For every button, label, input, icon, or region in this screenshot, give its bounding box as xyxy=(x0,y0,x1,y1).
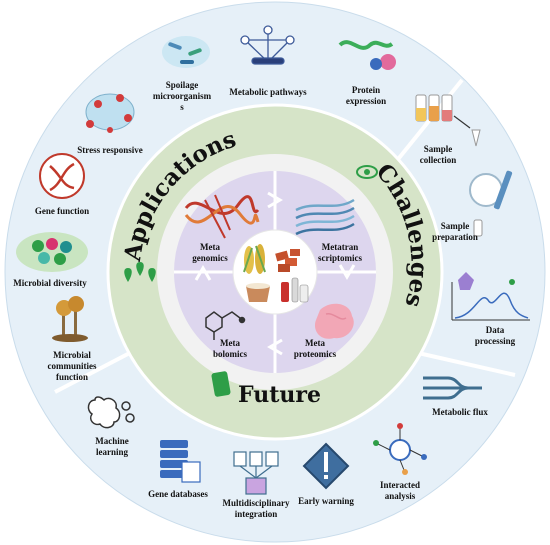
arrow-top-icon xyxy=(267,191,283,209)
center-food-icons xyxy=(243,244,309,303)
stress-label: Stress responsive xyxy=(77,145,142,155)
ml-label-2: learning xyxy=(96,447,129,457)
processing-label-2: processing xyxy=(475,336,516,346)
interacted-label-1: Interacted xyxy=(380,480,420,490)
collection-label-2: collection xyxy=(420,155,457,165)
dna-helix-icon xyxy=(184,194,260,239)
pathways-label: Metabolic pathways xyxy=(229,87,307,97)
warning-label: Early warning xyxy=(298,496,354,506)
metagenomics-label-2: genomics xyxy=(192,253,228,263)
spoilage-label-1: Spoilage xyxy=(166,80,199,90)
preparation-label-1: Sample xyxy=(441,221,470,231)
protein-label-1: Protein xyxy=(352,85,380,95)
spoilage-label-2: microorganism xyxy=(153,91,212,101)
gene-function-label: Gene function xyxy=(35,206,89,216)
future-title: Future xyxy=(238,382,321,408)
gene-db-label: Gene databases xyxy=(148,489,208,499)
metagenomics-label-1: Meta xyxy=(200,242,220,252)
communities-label-3: function xyxy=(56,372,88,382)
bacteria-icon xyxy=(162,36,210,68)
metaproteomics-label-2: proteomics xyxy=(294,349,337,359)
metaproteomics-label-1: Meta xyxy=(305,338,325,348)
preparation-label-2: preparation xyxy=(432,232,478,242)
tablet-icon xyxy=(211,371,231,397)
location-pins-icon xyxy=(124,262,156,282)
brain-gears-icon xyxy=(87,396,135,429)
fungi-community-icon xyxy=(52,296,88,342)
eye-icon xyxy=(356,165,378,179)
interacted-label-2: analysis xyxy=(385,491,416,501)
ml-label-1: Machine xyxy=(95,436,129,446)
divider-upper-right xyxy=(393,78,464,165)
metabolomics-label-2: bolomics xyxy=(213,349,247,359)
diversity-label: Microbial diversity xyxy=(13,278,87,288)
molecule-icon xyxy=(205,311,246,340)
data-chart-icon xyxy=(451,272,530,321)
flux-arrows-icon xyxy=(423,376,482,400)
interaction-network-icon xyxy=(373,423,427,475)
protein-blob-icon xyxy=(314,303,354,339)
arrow-bottom-icon xyxy=(267,338,283,356)
pathway-network-icon xyxy=(240,25,295,65)
arrow-left-icon xyxy=(194,265,212,281)
pipette-icon xyxy=(469,170,513,237)
processing-label-1: Data xyxy=(486,325,505,335)
arrow-right-icon xyxy=(338,264,356,280)
integration-docs-icon xyxy=(233,451,279,495)
database-icon xyxy=(160,440,201,483)
flux-label: Metabolic flux xyxy=(432,407,488,417)
collection-label-1: Sample xyxy=(424,144,453,154)
communities-label-1: Microbial xyxy=(53,350,91,360)
spoilage-label-3: s xyxy=(180,102,184,112)
microbial-diversity-icon xyxy=(16,232,88,272)
virus-cell-icon xyxy=(85,93,135,133)
multidisciplinary-label-1: Multidisciplinary xyxy=(222,498,290,508)
gene-function-dna-icon xyxy=(39,153,85,199)
metabolomics-label-1: Meta xyxy=(220,338,240,348)
warning-icon xyxy=(302,442,350,490)
metatranscriptomics-label-1: Metatran xyxy=(322,242,358,252)
protein-label-2: expression xyxy=(346,96,386,106)
rna-strands-icon xyxy=(295,198,355,236)
metatranscriptomics-label-2: scriptomics xyxy=(318,253,362,263)
divider-lower-right xyxy=(404,348,516,377)
sample-tubes-icon xyxy=(415,94,481,147)
multidisciplinary-label-2: integration xyxy=(235,509,278,519)
protein-ribbon-icon xyxy=(338,40,396,70)
communities-label-2: communities xyxy=(48,361,97,371)
